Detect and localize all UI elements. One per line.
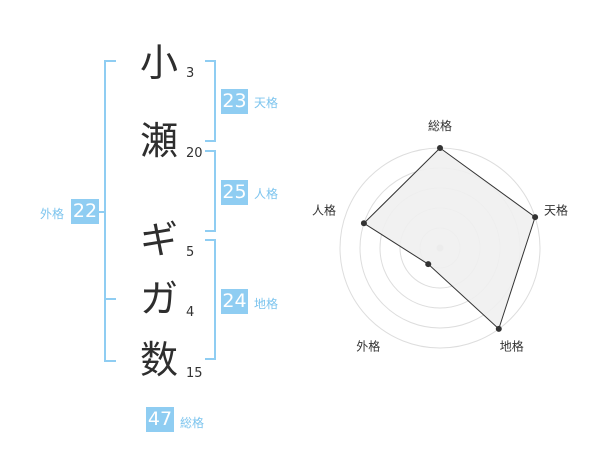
- radar-axis-label-2: 天格: [544, 202, 568, 217]
- tenkaku-label: 天格: [254, 96, 279, 110]
- chikaku-label: 地格: [254, 297, 279, 311]
- soukaku-badge: 47: [146, 407, 174, 432]
- radar-point-4: [425, 261, 432, 268]
- name-char-1: 小: [139, 41, 178, 85]
- stroke-count-1: 3: [186, 66, 195, 81]
- name-char-4: ガ: [139, 277, 178, 321]
- chikaku-bracket: [205, 239, 216, 360]
- name-char-2: 瀬: [139, 119, 178, 163]
- radar-point-1: [437, 145, 443, 151]
- radar-axis-label-1: 総格: [428, 118, 452, 133]
- name-char-3: ギ: [139, 218, 178, 262]
- stroke-count-2: 20: [186, 146, 203, 161]
- jinkaku-label: 人格: [254, 187, 279, 201]
- gaikaku-label: 外格: [40, 207, 65, 221]
- jinkaku-badge: 25: [221, 180, 248, 205]
- radar-point-5: [360, 220, 367, 227]
- chikaku-badge: 24: [221, 289, 248, 314]
- gaikaku-bracket-connector: [96, 211, 104, 213]
- name-char-5: 数: [139, 338, 178, 382]
- radar-point-2: [532, 214, 539, 221]
- jinkaku-bracket: [205, 150, 216, 232]
- radar-axis-label-4: 外格: [356, 339, 380, 354]
- radar-value-polygon: [363, 147, 536, 330]
- gaikaku-bracket: [104, 60, 116, 362]
- tenkaku-badge: 23: [221, 89, 248, 114]
- radar-point-3: [495, 325, 502, 332]
- stroke-count-4: 4: [186, 305, 195, 320]
- stroke-count-3: 5: [186, 245, 195, 260]
- tenkaku-bracket: [205, 60, 216, 142]
- gaikaku-bracket-divider: [104, 298, 116, 300]
- radar-axis-label-5: 人格: [312, 202, 336, 217]
- soukaku-label: 総格: [180, 416, 205, 430]
- stroke-count-5: 15: [186, 366, 203, 381]
- gaikaku-badge: 22: [71, 199, 99, 224]
- radar-axis-label-3: 地格: [500, 339, 524, 354]
